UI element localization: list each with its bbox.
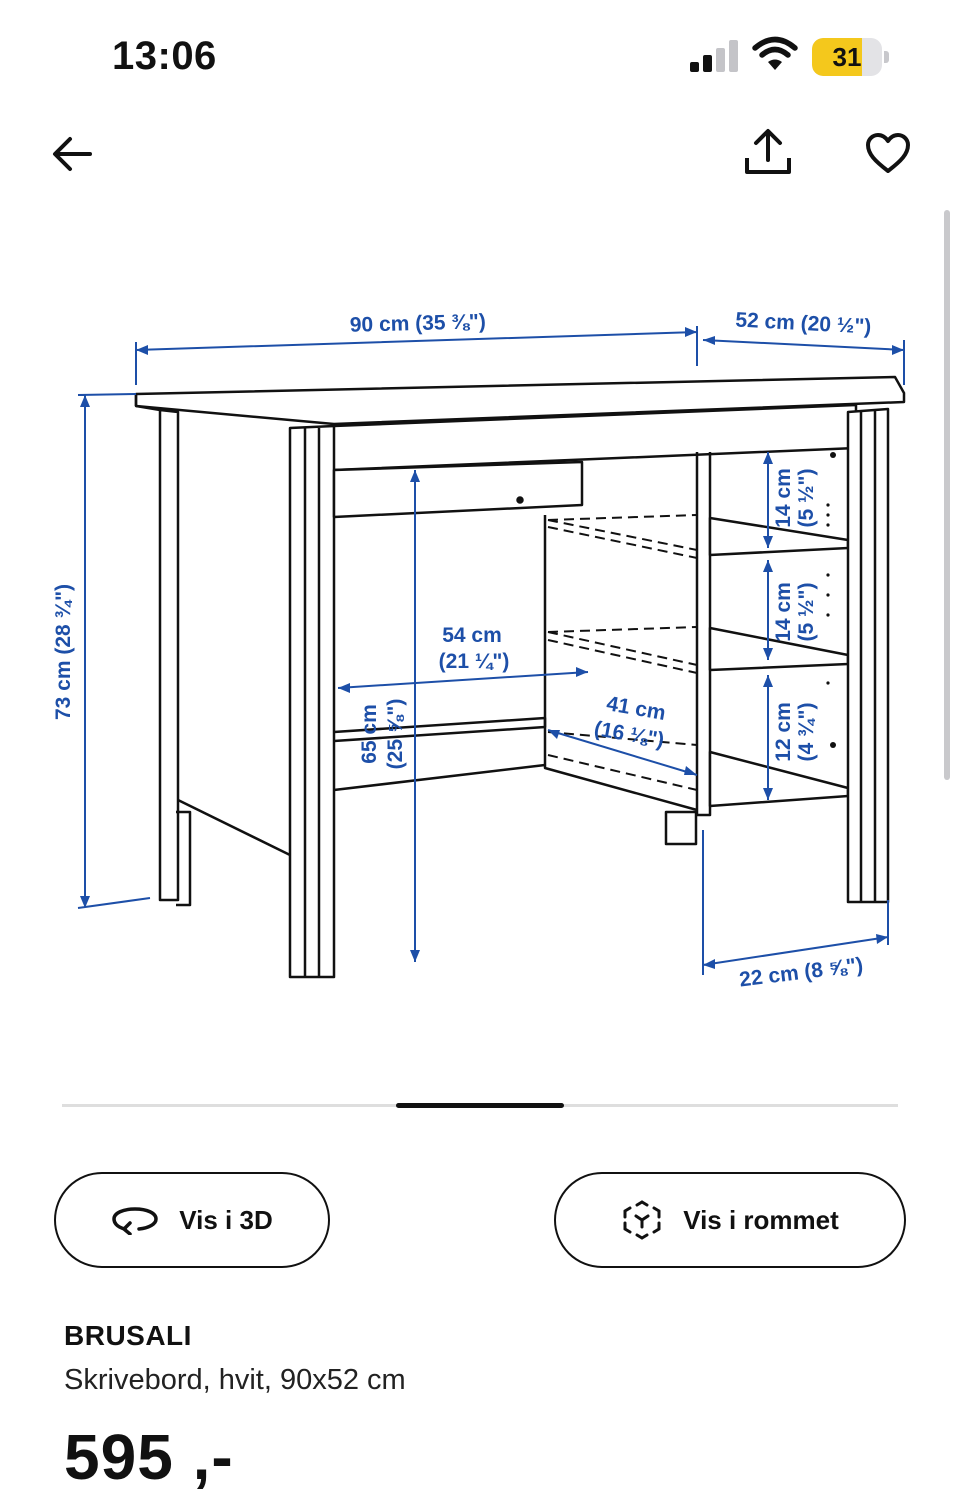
view-3d-button[interactable]: Vis i 3D (54, 1172, 330, 1268)
arrow-left-icon (53, 137, 92, 171)
share-button[interactable] (734, 120, 802, 184)
back-button[interactable] (40, 124, 104, 184)
favorite-button[interactable] (856, 122, 920, 184)
dimension-lines (77, 326, 905, 975)
wifi-icon (752, 36, 798, 70)
shelf-pins (826, 452, 836, 748)
dim-leg-height-in: (25 ⅝") (384, 699, 407, 770)
view-in-room-label: Vis i rommet (683, 1204, 839, 1235)
dim-knee-width-in: (21 ¼") (439, 650, 510, 673)
view-3d-label: Vis i 3D (179, 1204, 273, 1235)
heart-icon (866, 133, 910, 173)
dim-depth: 52 cm (20 ½") (735, 308, 872, 338)
dim-shelf-bottom-in: (4 ¾") (795, 703, 818, 762)
dim-shelf-depth: 22 cm (8 ⅝") (738, 954, 864, 992)
dim-shelf-top-in: (5 ½") (795, 469, 818, 528)
ar-cube-icon (623, 1200, 661, 1240)
dim-shelf-mid: 14 cm (772, 582, 795, 642)
battery-level: 31 (832, 42, 862, 72)
image-carousel-indicator (396, 1103, 564, 1108)
battery-tip (884, 51, 889, 63)
product-name: BRUSALI (64, 1320, 192, 1351)
dim-height: 73 cm (28 ¾") (52, 584, 75, 720)
hidden-edges (547, 514, 698, 791)
rotate-3d-icon (112, 1207, 159, 1235)
battery-body: 31 (812, 38, 882, 76)
dim-shelf-mid-in: (5 ½") (795, 583, 818, 642)
status-time: 13:06 (112, 34, 217, 78)
product-description: Skrivebord, hvit, 90x52 cm (64, 1364, 406, 1396)
desk-outline (134, 375, 906, 979)
battery-indicator: 31 (812, 38, 890, 76)
dim-shelf-bottom: 12 cm (772, 702, 795, 762)
dim-knee-width: 54 cm (442, 624, 502, 647)
dimension-arrows (80, 327, 904, 969)
product-dimension-drawing[interactable]: 90 cm (35 ⅜") 52 cm (20 ½") 73 cm (28 ¾"… (0, 280, 960, 1020)
scroll-indicator[interactable] (944, 210, 950, 780)
battery-fill (812, 38, 862, 76)
share-icon (745, 129, 791, 174)
cellular-signal-icon (690, 40, 738, 72)
view-in-room-button[interactable]: Vis i rommet (554, 1172, 906, 1268)
dim-shelf-top: 14 cm (772, 468, 795, 528)
status-bar: 13:06 31 (0, 0, 960, 110)
dim-leg-height: 65 cm (358, 704, 381, 764)
dim-width: 90 cm (35 ⅜") (350, 310, 487, 337)
product-price: 595 ,- (64, 1421, 234, 1493)
